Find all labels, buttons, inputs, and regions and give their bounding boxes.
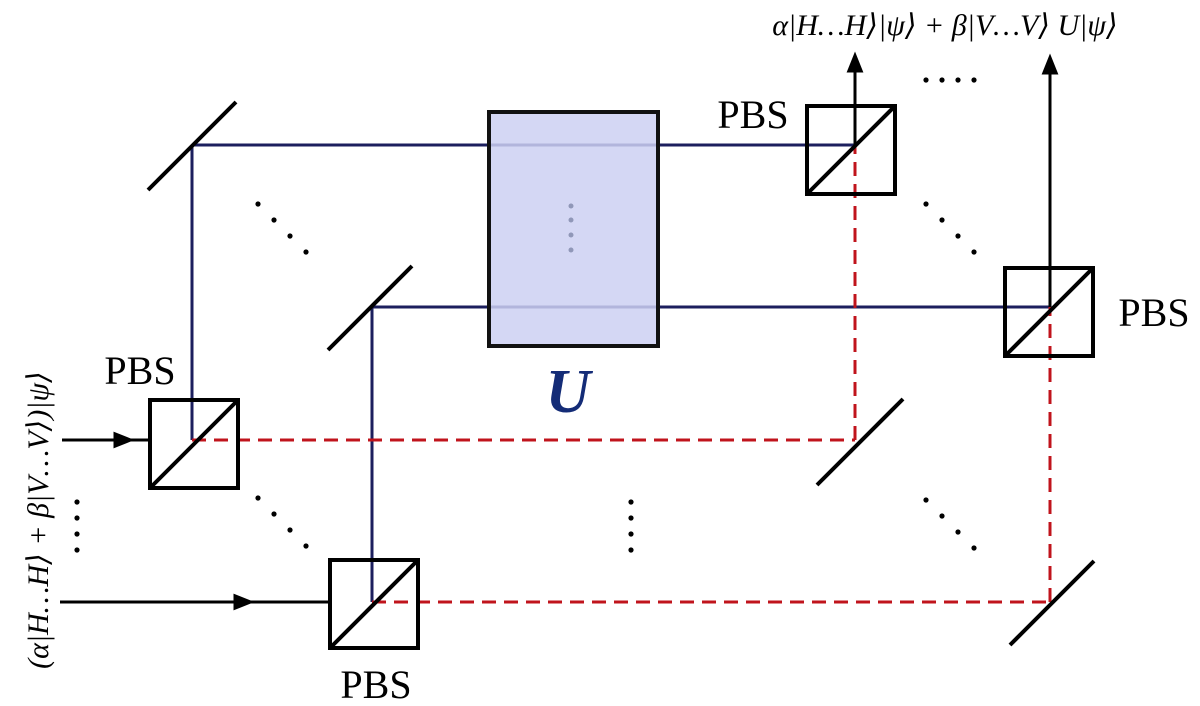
- pbs-label-input-2: PBS: [340, 662, 411, 706]
- mirror-top-left: [146, 100, 238, 192]
- unitary-dots: [568, 203, 574, 253]
- pbs-input-2: [328, 558, 420, 650]
- mirror-middle-left: [326, 264, 414, 352]
- dots-diagonal-upper-left: [255, 201, 309, 255]
- continuation-dots: [74, 77, 977, 553]
- pbs-output-2: [1003, 266, 1095, 358]
- mirror-right-bottom: [1008, 559, 1096, 647]
- unitary-box: [487, 110, 660, 348]
- input-state-label: (α|H…H⟩ + β|V…V⟩)|ψ⟩: [22, 371, 55, 669]
- mirror-right-top: [815, 397, 905, 487]
- dots-diagonal-lower-right: [923, 497, 977, 551]
- dots-diagonal-lower-left: [255, 495, 309, 549]
- output-arrows: [846, 51, 1059, 307]
- unitary-label: U: [546, 358, 594, 426]
- dots-horizontal-top: [923, 77, 977, 83]
- blue-paths: [190, 143, 1050, 602]
- output-state-label: α|H…H⟩|ψ⟩ + β|V…V⟩ U|ψ⟩: [772, 9, 1118, 42]
- pbs-label-output-1: PBS: [717, 92, 788, 137]
- input-arrows: [60, 431, 330, 611]
- dots-diagonal-upper-right: [923, 201, 977, 255]
- pbs-label-input-1: PBS: [104, 348, 175, 393]
- pbs-label-output-2: PBS: [1118, 290, 1189, 335]
- dots-vertical-center: [628, 499, 634, 553]
- dots-vertical-left: [74, 499, 80, 553]
- pbs-cubes: [148, 104, 1095, 650]
- mirrors: [146, 100, 1096, 647]
- pbs-output-1: [805, 104, 897, 196]
- pbs-input-1: [148, 398, 240, 490]
